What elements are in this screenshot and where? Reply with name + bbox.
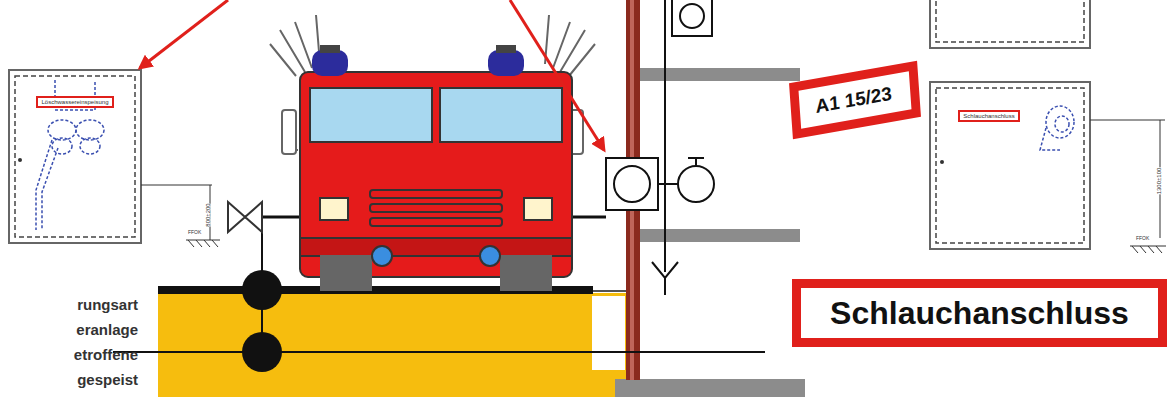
pointer-arrow [510, 0, 604, 150]
cut-off-text: eranlage [76, 321, 138, 338]
pipe [658, 183, 678, 185]
floor-level-mark: FFOK [1136, 235, 1149, 241]
hydrant-sign: A1 15/23 [789, 61, 921, 140]
sign-text: Löschwassereinspeisung [41, 99, 108, 105]
pressure-gauge [678, 166, 714, 202]
label-plate: Schlauchanschluss [958, 110, 1020, 122]
pipe [113, 351, 765, 353]
dimension: 1300±100 [1156, 168, 1162, 195]
cut-off-text: rungsart [77, 296, 138, 313]
ground [158, 293, 628, 397]
floor-level-mark: FFOK [188, 229, 201, 235]
pipe [664, 0, 666, 272]
label-plate: Löschwassereinspeisung [36, 96, 114, 108]
ground-notch [592, 296, 625, 370]
cut-off-text: etroffene [74, 346, 138, 363]
floor-slab [615, 379, 805, 397]
pressure-gauge [680, 4, 704, 28]
feed-cabinet [9, 70, 220, 247]
sign-text: A1 15/23 [815, 82, 895, 118]
hose-cabinet [930, 0, 1166, 253]
pointer-arrow [140, 0, 228, 68]
dimension: 800±200 [205, 203, 211, 226]
pressure-gauge [688, 158, 704, 166]
pipe-node [242, 332, 282, 372]
floor-slab [628, 68, 800, 81]
valve-symbol [228, 202, 262, 232]
drain-symbol [652, 262, 678, 295]
cut-off-text: gespeist [77, 371, 138, 388]
floor-slab [628, 229, 800, 242]
hose-connection-box [672, 0, 712, 36]
sign-text: Schlauchanschluss [830, 295, 1129, 332]
sign: Schlauchanschluss [792, 279, 1167, 347]
road-edge [593, 290, 626, 292]
sign-text: Schlauchanschluss [963, 113, 1014, 119]
hose-connection-symbol [614, 166, 650, 202]
hose-connection-box [606, 158, 658, 210]
pipe-node [242, 270, 282, 310]
